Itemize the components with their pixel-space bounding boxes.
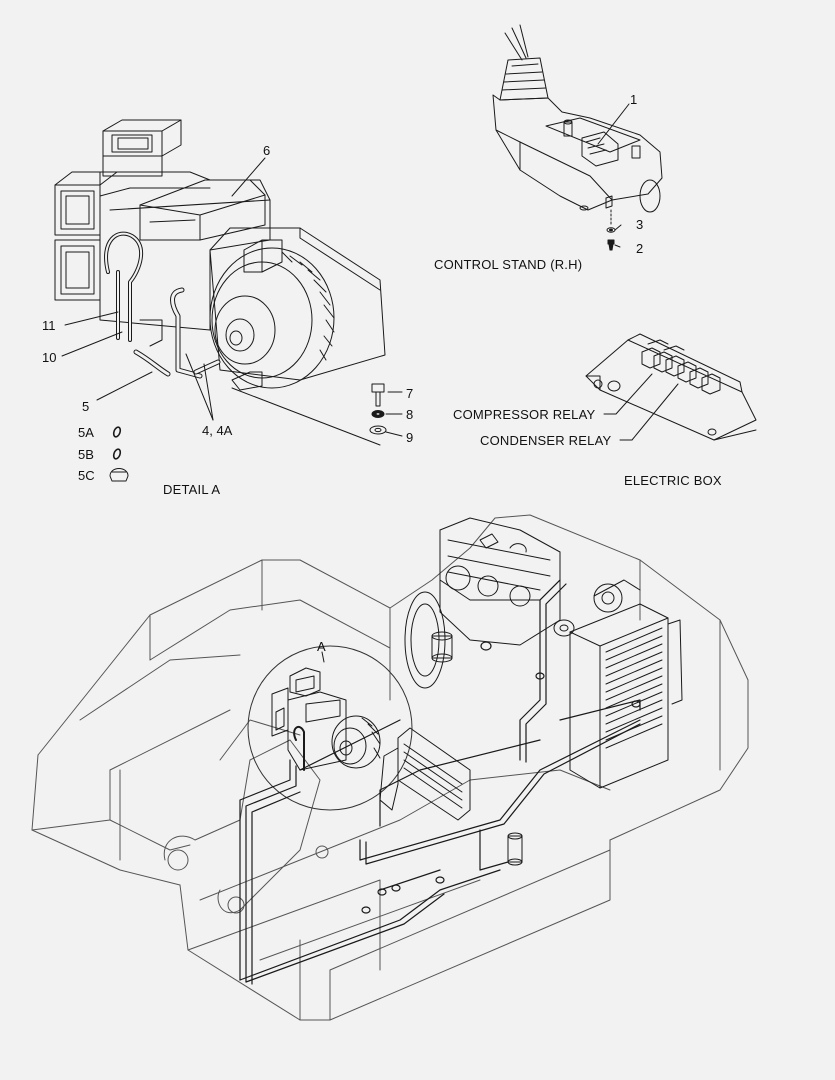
machine-frame-outline: [31, 514, 749, 1021]
control-stand-drawing: [492, 24, 663, 213]
callout-5b: 5B: [78, 447, 94, 462]
callout-9: 9: [406, 430, 414, 445]
hardware-bolt-washers: [369, 383, 387, 435]
callout-4-4a: 4, 4A: [202, 423, 233, 438]
hvac-unit-drawing: [54, 119, 386, 391]
control-stand-caption: CONTROL STAND (R.H): [434, 257, 583, 272]
condenser-relay-label: CONDENSER RELAY: [480, 433, 612, 448]
callout-3: 3: [636, 217, 644, 232]
callout-11: 11: [42, 318, 56, 333]
electric-box-drawing: [585, 333, 757, 441]
compressor-relay-label: COMPRESSOR RELAY: [453, 407, 596, 422]
callout-10: 10: [42, 350, 57, 365]
control-stand-leader-lines: [597, 103, 630, 248]
condenser-drawing: [379, 727, 471, 821]
engine-drawing: [404, 517, 683, 789]
callout-5c: 5C: [78, 468, 95, 483]
detail-marker-a: A: [317, 639, 326, 654]
callout-5: 5: [82, 399, 90, 414]
detail-a-callout-circle: [247, 645, 413, 811]
refrigerant-lines: [239, 579, 641, 985]
control-stand-parts: [606, 227, 616, 251]
callout-5a: 5A: [78, 425, 94, 440]
callout-7: 7: [406, 386, 414, 401]
callout-6: 6: [263, 143, 271, 158]
callout-2: 2: [636, 241, 644, 256]
detail-a-caption: DETAIL A: [163, 482, 221, 497]
callout-1: 1: [630, 92, 638, 107]
seal-parts: [109, 426, 129, 482]
detail-a-leader-lines: [61, 157, 403, 446]
electric-box-caption: ELECTRIC BOX: [624, 473, 722, 488]
receiver-drier-drawing: [507, 832, 523, 866]
callout-8: 8: [406, 407, 414, 422]
electric-box-leader-lines: [603, 373, 679, 441]
